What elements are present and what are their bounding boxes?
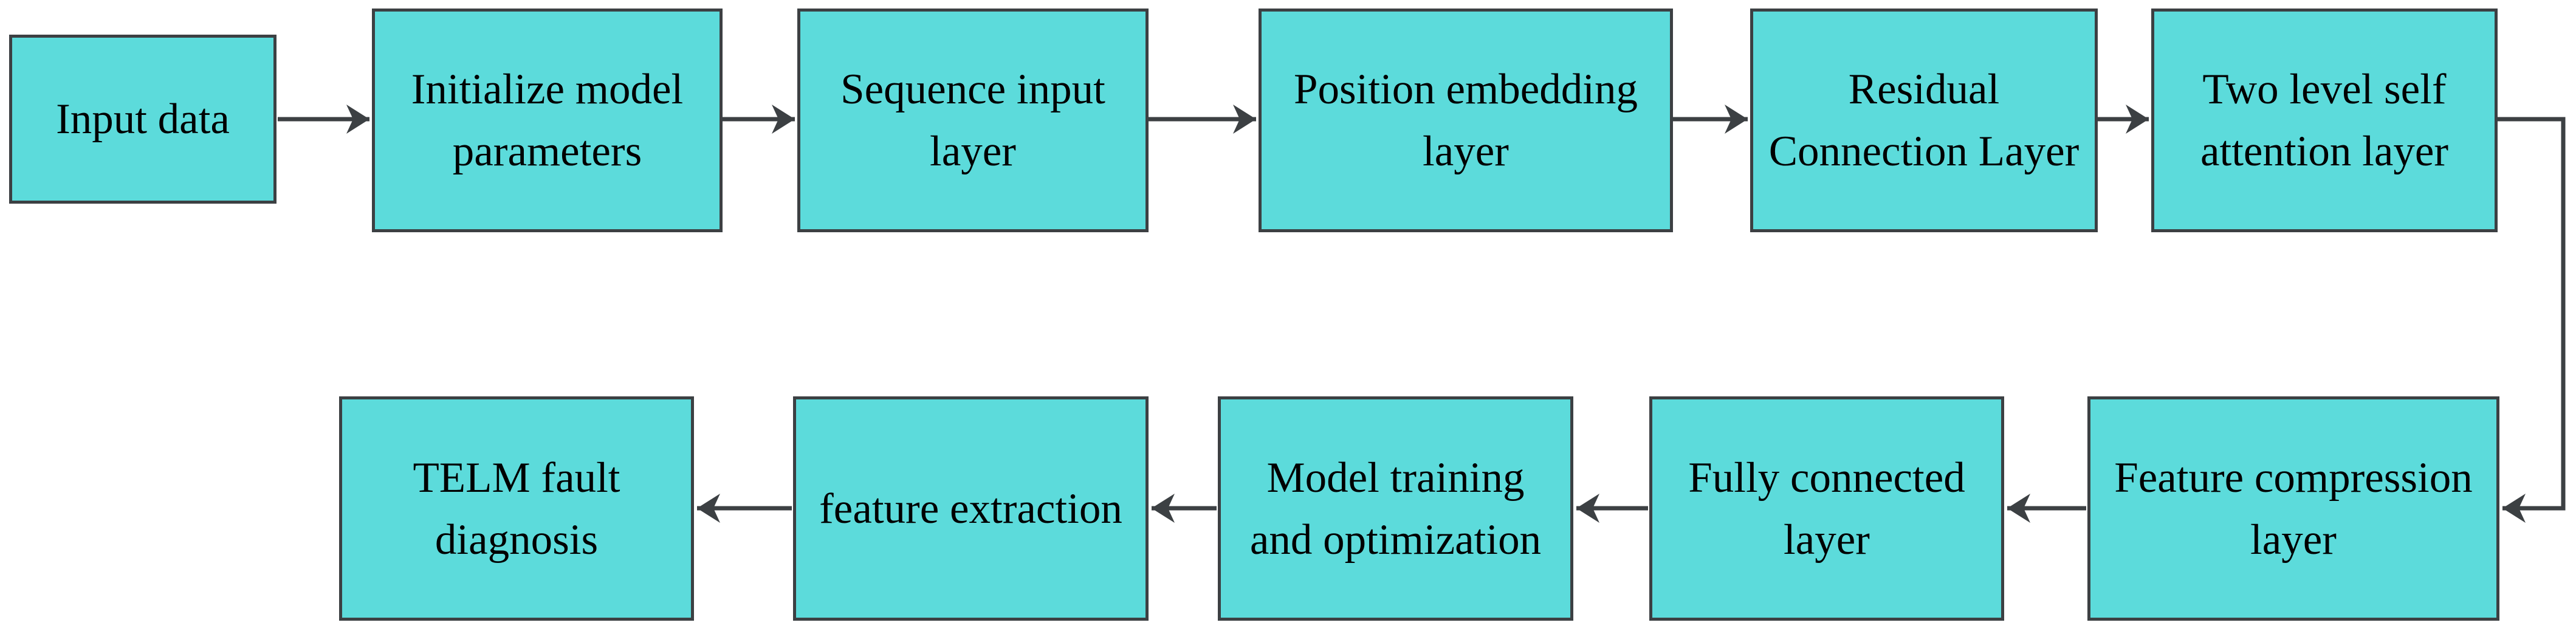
- node-feature-compression-layer: Feature compression layer: [2087, 396, 2499, 621]
- node-label: TELM fault diagnosis: [413, 454, 620, 564]
- node-initialize-model-parameters: Initialize model parameters: [372, 9, 723, 232]
- node-input-data: Input data: [9, 35, 276, 204]
- node-two-level-self-attention-layer: Two level self attention layer: [2151, 9, 2498, 232]
- node-feature-extraction: feature extraction: [793, 396, 1149, 621]
- node-label: Model training and optimization: [1249, 454, 1542, 564]
- node-label: Residual Connection Layer: [1768, 66, 2080, 175]
- node-residual-connection-layer: Residual Connection Layer: [1750, 9, 2098, 232]
- node-label: Initialize model parameters: [411, 66, 684, 175]
- node-label: feature extraction: [819, 485, 1122, 533]
- node-label: Input data: [56, 95, 230, 143]
- node-label: Feature compression layer: [2114, 454, 2473, 564]
- arrow-attention-to-compression: [2498, 117, 2566, 523]
- node-sequence-input-layer: Sequence input layer: [797, 9, 1149, 232]
- node-fully-connected-layer: Fully connected layer: [1649, 396, 2004, 621]
- node-label: Two level self attention layer: [2200, 66, 2449, 175]
- node-label: Sequence input layer: [840, 66, 1105, 175]
- node-telm-fault-diagnosis: TELM fault diagnosis: [339, 396, 694, 621]
- node-label: Fully connected layer: [1688, 454, 1965, 564]
- node-model-training-optimization: Model training and optimization: [1218, 396, 1573, 621]
- node-label: Position embedding layer: [1293, 66, 1638, 175]
- node-position-embedding-layer: Position embedding layer: [1259, 9, 1673, 232]
